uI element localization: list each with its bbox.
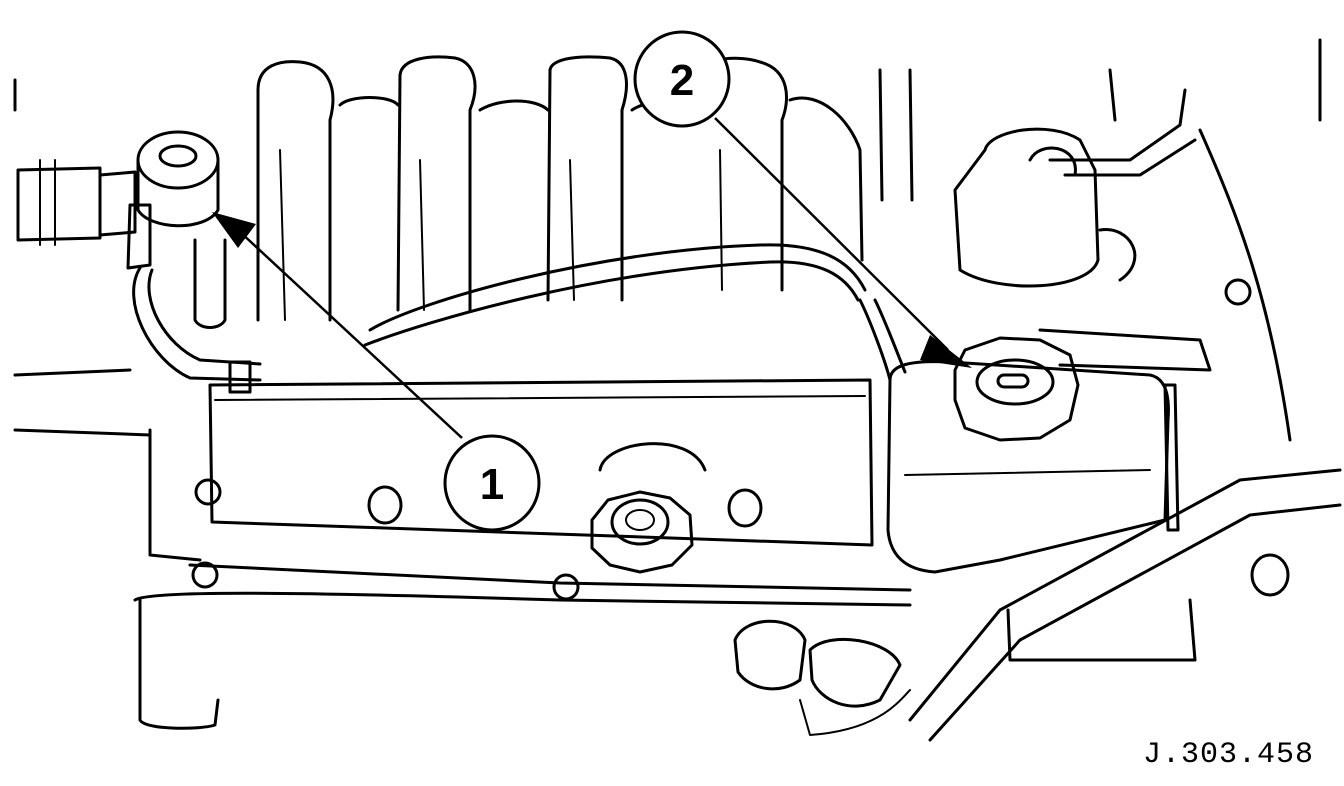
callout-1-circle xyxy=(443,434,541,532)
callout-2-label: 2 xyxy=(670,56,694,105)
callout-2: 2 xyxy=(633,30,731,128)
left-hose-connector xyxy=(16,130,262,394)
coolant-reservoir xyxy=(858,298,1170,574)
callout-1: 1 xyxy=(443,434,541,532)
leader-line-1 xyxy=(237,229,463,439)
leader-line-2 xyxy=(714,117,949,351)
callout-2-circle xyxy=(633,30,731,128)
arrow-head-2 xyxy=(920,335,972,368)
rocker-cover xyxy=(194,378,874,547)
callout-leaders xyxy=(212,117,972,439)
right-side-components xyxy=(733,38,1342,742)
oil-filler-cap xyxy=(590,490,694,574)
intake-manifold xyxy=(256,55,867,347)
callout-1-label: 1 xyxy=(480,460,504,509)
arrow-head-1 xyxy=(212,212,256,248)
figure-reference-code: J.303.458 xyxy=(1142,738,1314,772)
cylinder-head xyxy=(13,78,912,730)
